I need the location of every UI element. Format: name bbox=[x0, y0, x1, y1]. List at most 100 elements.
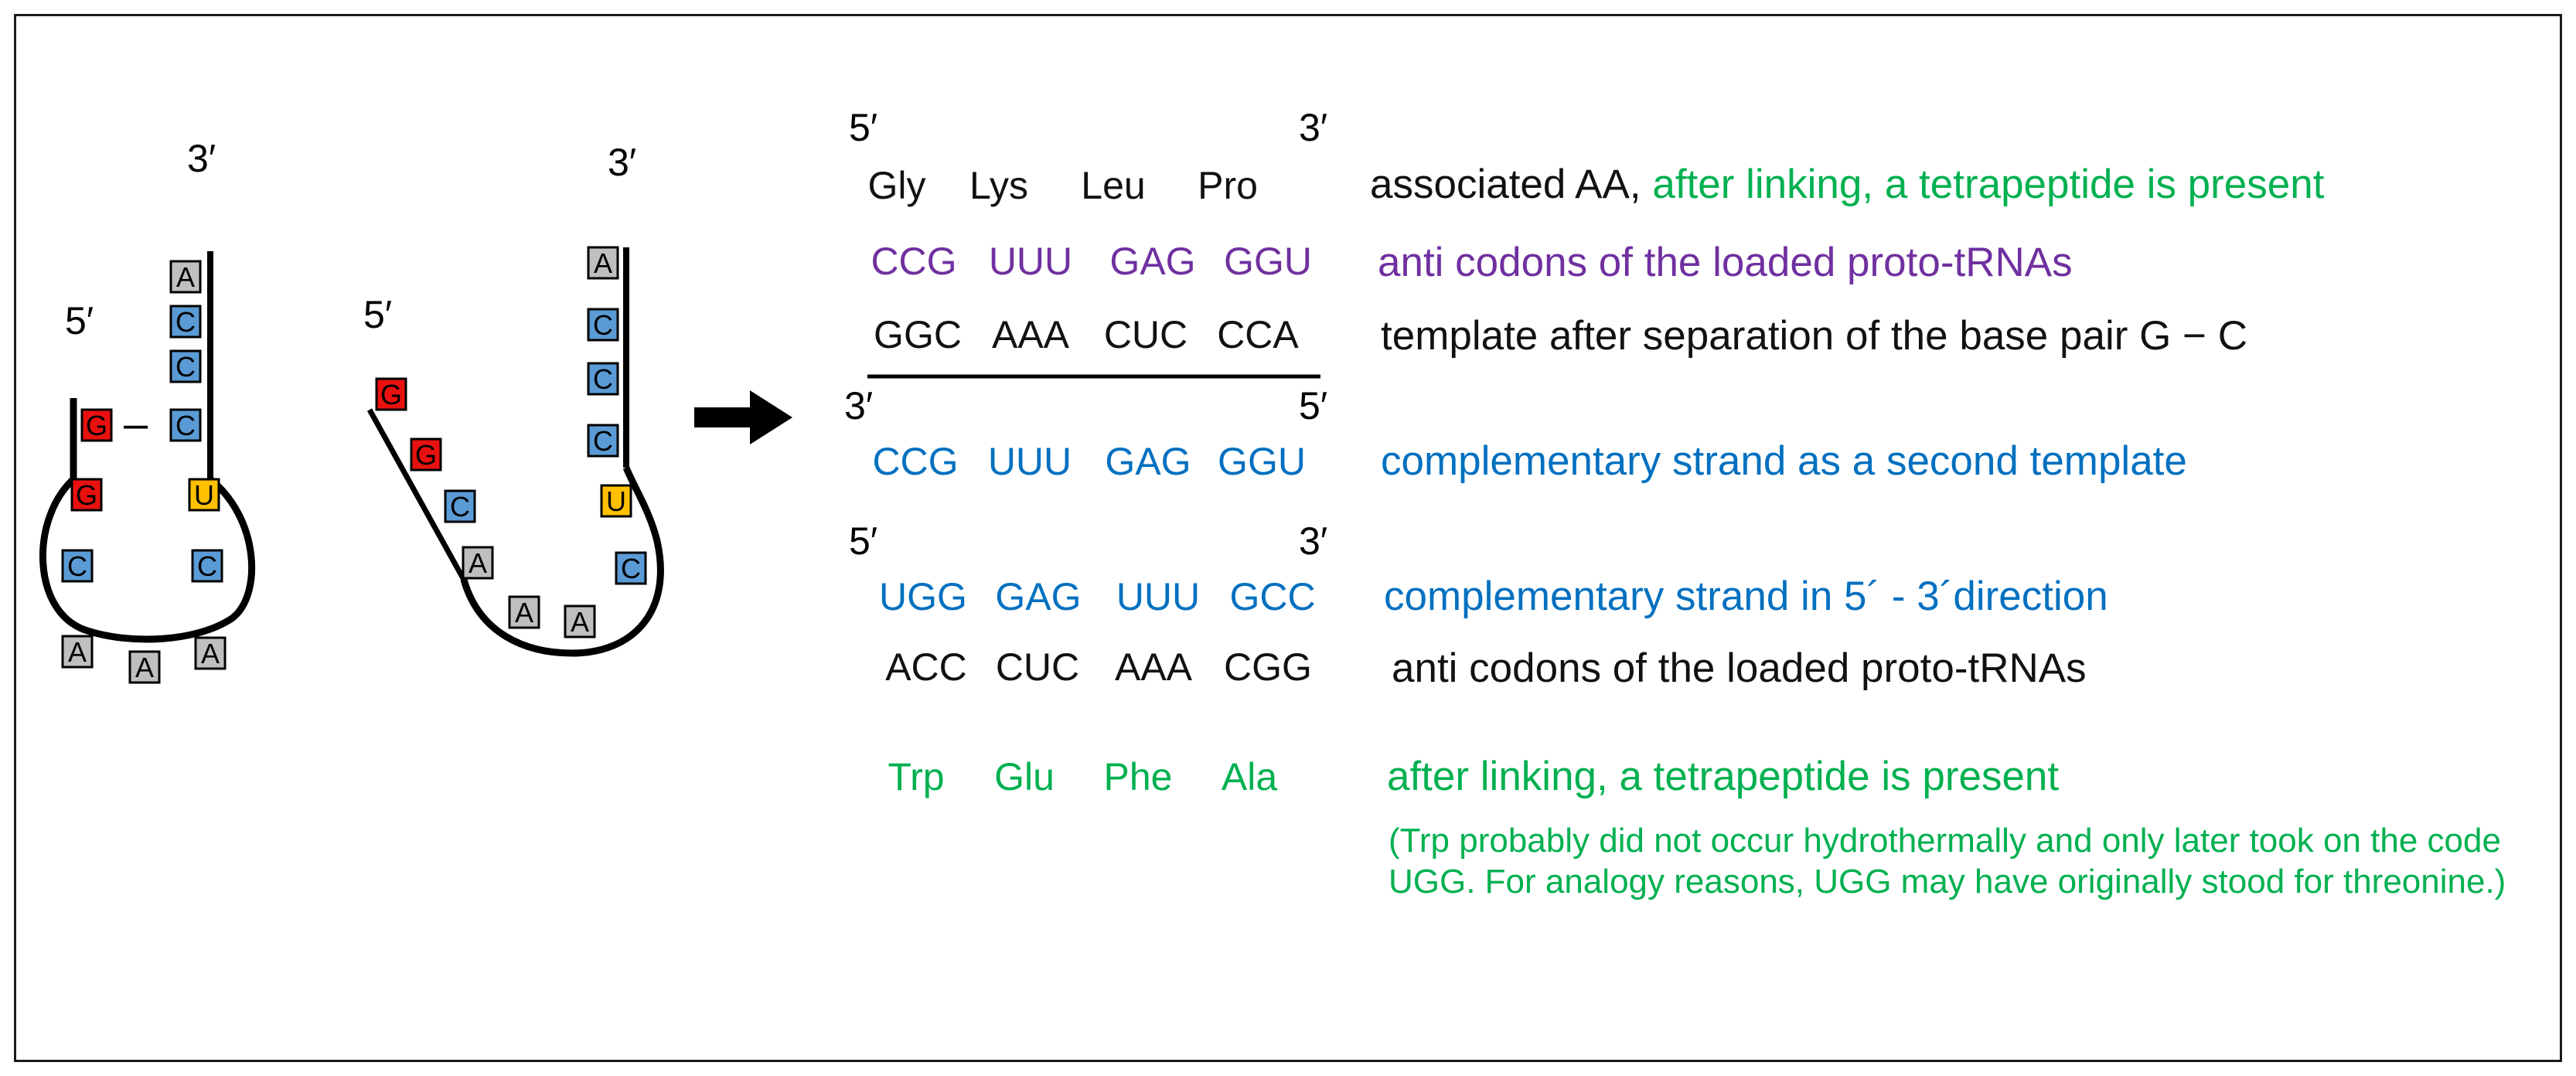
codon: CCG bbox=[871, 240, 957, 283]
mid-5prime-label: 5′ bbox=[1299, 384, 1328, 427]
amino-acid: Lys bbox=[969, 164, 1028, 207]
right-hairpin-base-a: A bbox=[564, 604, 596, 638]
right-hairpin-3prime-label: 3′ bbox=[608, 141, 637, 184]
amino-acid: Glu bbox=[994, 755, 1055, 798]
svg-text:C: C bbox=[593, 309, 613, 341]
amino-acid-row-2: Trp Glu Phe Ala bbox=[864, 758, 1303, 796]
right-hairpin-base-c: C bbox=[587, 362, 619, 396]
amino-desc-green: after linking, a tetrapeptide is present bbox=[1652, 162, 2325, 207]
left-hairpin-base-c: C bbox=[61, 549, 94, 583]
left-hairpin-base-c: C bbox=[169, 305, 202, 339]
right-hairpin-base-g: G bbox=[410, 438, 442, 472]
right-hairpin-5prime-label: 5′ bbox=[363, 293, 393, 336]
svg-text:A: A bbox=[469, 547, 487, 579]
codon: GAG bbox=[995, 575, 1082, 618]
codon: UUU bbox=[987, 440, 1072, 483]
codon: GAG bbox=[1105, 440, 1191, 483]
trp-note: (Trp probably did not occur hydrothermal… bbox=[1389, 822, 2506, 901]
codon: CGG bbox=[1224, 645, 1312, 689]
left-hairpin-pair-dash: – bbox=[124, 399, 148, 448]
anticodon-2-description: anti codons of the loaded proto-tRNAs bbox=[1392, 645, 2087, 691]
left-hairpin-base-a: A bbox=[194, 636, 227, 670]
amino-acid-description: associated AA, after linking, a tetrapep… bbox=[1370, 164, 2324, 205]
low-5prime-label: 5′ bbox=[849, 519, 878, 563]
svg-text:A: A bbox=[201, 638, 220, 669]
amino-desc-black: associated AA, bbox=[1370, 162, 1653, 207]
complement-row: CCG UUU GAG GGU bbox=[860, 442, 1316, 481]
codon: GAG bbox=[1109, 240, 1196, 283]
left-hairpin-base-c: C bbox=[169, 349, 202, 383]
right-hairpin-base-a: A bbox=[508, 595, 540, 629]
codon: CCA bbox=[1217, 313, 1299, 356]
amino-acid: Pro bbox=[1198, 164, 1258, 207]
amino-acid: Trp bbox=[888, 755, 945, 798]
codon: AAA bbox=[991, 313, 1070, 356]
amino-acid-2-description: after linking, a tetrapeptide is present bbox=[1387, 754, 2060, 799]
template-row: GGC AAA CUC CCA bbox=[862, 315, 1312, 354]
amino-acid: Ala bbox=[1221, 755, 1278, 798]
codon: GGU bbox=[1224, 240, 1312, 283]
left-hairpin-base-a: A bbox=[61, 635, 94, 669]
left-hairpin-base-a: A bbox=[128, 650, 161, 684]
codon: CUC bbox=[995, 645, 1080, 689]
codon: GCC bbox=[1229, 575, 1316, 618]
complement-description: complementary strand as a second templat… bbox=[1381, 438, 2187, 484]
complement-53-description: complementary strand in 5´ - 3´direction bbox=[1384, 574, 2108, 619]
top-3prime-label: 3′ bbox=[1299, 106, 1328, 149]
left-hairpin-base-c: C bbox=[169, 408, 202, 442]
right-hairpin-loop bbox=[460, 466, 664, 657]
codon: CUC bbox=[1103, 313, 1188, 356]
svg-text:C: C bbox=[67, 550, 87, 582]
svg-text:A: A bbox=[176, 261, 195, 293]
top-5prime-label: 5′ bbox=[849, 106, 878, 149]
codon: AAA bbox=[1114, 645, 1193, 689]
right-hairpin-stem-left bbox=[366, 408, 467, 581]
anticodon-1-description: anti codons of the loaded proto-tRNAs bbox=[1378, 240, 2073, 285]
svg-text:C: C bbox=[593, 425, 613, 457]
left-hairpin-3prime-label: 3′ bbox=[187, 137, 216, 180]
amino-acid: Leu bbox=[1081, 164, 1146, 207]
svg-text:C: C bbox=[175, 306, 196, 338]
svg-text:C: C bbox=[197, 550, 217, 582]
svg-text:U: U bbox=[194, 479, 214, 511]
right-hairpin-base-c: C bbox=[615, 551, 647, 585]
codon: GGU bbox=[1218, 440, 1306, 483]
svg-text:A: A bbox=[68, 636, 87, 668]
figure-frame bbox=[14, 14, 2562, 1062]
right-hairpin-base-c: C bbox=[587, 424, 619, 458]
arrow-right-icon bbox=[694, 390, 792, 444]
right-hairpin-base-a: A bbox=[587, 246, 619, 280]
svg-text:U: U bbox=[606, 485, 626, 517]
svg-text:G: G bbox=[380, 379, 402, 410]
svg-text:G: G bbox=[86, 410, 107, 441]
codon: UGG bbox=[879, 575, 967, 618]
svg-text:C: C bbox=[593, 363, 613, 395]
amino-acid-row: Gly Lys Leu Pro bbox=[849, 166, 1282, 205]
right-hairpin-base-c: C bbox=[444, 489, 476, 523]
svg-text:G: G bbox=[415, 439, 437, 471]
mid-3prime-label: 3′ bbox=[844, 384, 874, 427]
svg-text:A: A bbox=[594, 247, 612, 279]
amino-acid: Phe bbox=[1103, 755, 1173, 798]
svg-text:A: A bbox=[571, 606, 589, 638]
svg-text:C: C bbox=[621, 553, 641, 584]
right-hairpin-base-a: A bbox=[462, 546, 494, 580]
left-hairpin-loop bbox=[39, 398, 256, 643]
svg-text:A: A bbox=[515, 597, 533, 628]
svg-text:C: C bbox=[450, 491, 470, 523]
template-description: template after separation of the base pa… bbox=[1381, 313, 2247, 359]
anticodon-row-2: ACC CUC AAA CGG bbox=[871, 648, 1322, 686]
amino-acid: Gly bbox=[867, 164, 926, 207]
svg-text:A: A bbox=[135, 652, 154, 683]
codon: ACC bbox=[885, 645, 967, 689]
left-hairpin-base-u: U bbox=[188, 478, 220, 512]
left-hairpin-base-g: G bbox=[70, 478, 103, 512]
svg-text:C: C bbox=[175, 351, 196, 383]
codon: CCG bbox=[872, 440, 959, 483]
codon: GGC bbox=[874, 313, 962, 356]
svg-text:G: G bbox=[76, 479, 97, 511]
left-hairpin-base-g: G bbox=[80, 408, 113, 442]
